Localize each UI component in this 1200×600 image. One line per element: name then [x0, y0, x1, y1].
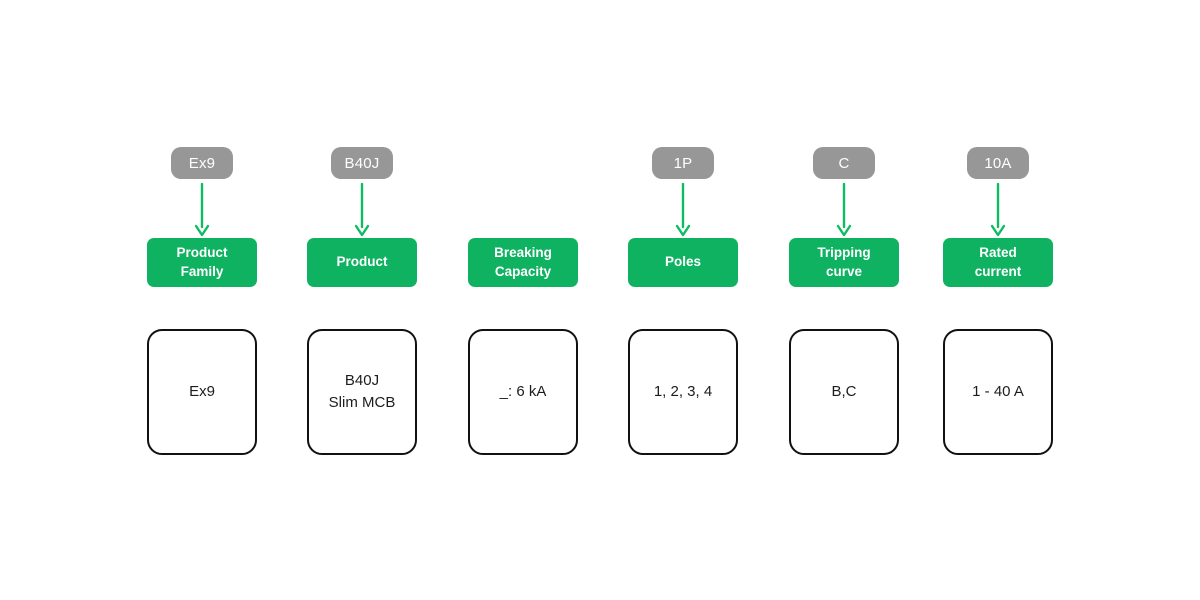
- code-segment-badge: C: [813, 147, 875, 179]
- field-value-box: B40J Slim MCB: [307, 329, 417, 455]
- code-segment-badge: B40J: [331, 147, 393, 179]
- field-label: Tripping curve: [789, 238, 899, 287]
- code-column-product-family: Ex9 Product Family Ex9: [147, 147, 257, 467]
- code-segment-badge: Ex9: [171, 147, 233, 179]
- code-column-poles: 1P Poles 1, 2, 3, 4: [628, 147, 738, 467]
- code-segment-badge: 1P: [652, 147, 714, 179]
- field-value-box: 1 - 40 A: [943, 329, 1053, 455]
- field-label: Breaking Capacity: [468, 238, 578, 287]
- arrow-down-icon: [836, 183, 852, 237]
- field-label: Poles: [628, 238, 738, 287]
- field-value-box: 1, 2, 3, 4: [628, 329, 738, 455]
- field-value-box: _: 6 kA: [468, 329, 578, 455]
- arrow-down-icon: [354, 183, 370, 237]
- code-segment-badge: 10A: [967, 147, 1029, 179]
- code-column-product: B40J Product B40J Slim MCB: [307, 147, 417, 467]
- arrow-down-icon: [194, 183, 210, 237]
- field-label: Rated current: [943, 238, 1053, 287]
- field-label: Product: [307, 238, 417, 287]
- field-label: Product Family: [147, 238, 257, 287]
- code-column-rated-current: 10A Rated current 1 - 40 A: [943, 147, 1053, 467]
- arrow-down-icon: [990, 183, 1006, 237]
- code-column-breaking-capacity: Breaking Capacity _: 6 kA: [468, 147, 578, 467]
- field-value-box: Ex9: [147, 329, 257, 455]
- field-value-box: B,C: [789, 329, 899, 455]
- arrow-down-icon: [675, 183, 691, 237]
- code-column-tripping-curve: C Tripping curve B,C: [789, 147, 899, 467]
